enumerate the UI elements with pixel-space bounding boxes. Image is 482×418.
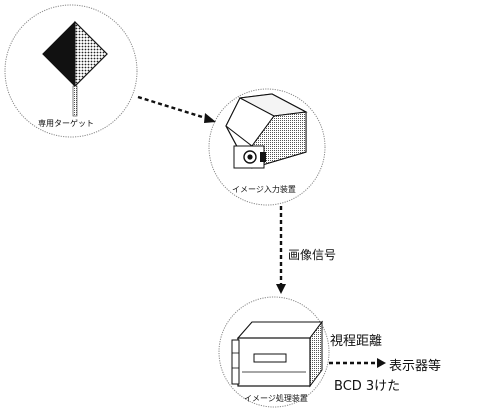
diamond-target-icon	[42, 20, 108, 117]
output-line1: 視程距離	[330, 334, 383, 349]
target-node	[4, 4, 138, 138]
camera-node	[208, 88, 326, 206]
processor-label: イメージ処理装置	[244, 394, 308, 403]
camera-label: イメージ入力装置	[232, 185, 296, 194]
output-line2: BCD 3けた	[334, 379, 401, 394]
rack-processor-icon	[231, 320, 324, 388]
signal-label: 画像信号	[288, 248, 337, 262]
edge-camera-to-processor	[276, 206, 286, 294]
target-label: 専用ターゲット	[38, 119, 94, 128]
edge-processor-to-display	[329, 358, 386, 368]
camera-unit-icon	[225, 93, 308, 169]
output-destination: 表示器等	[389, 359, 442, 374]
processor-node	[218, 296, 330, 408]
edge-target-to-camera	[137, 95, 216, 123]
